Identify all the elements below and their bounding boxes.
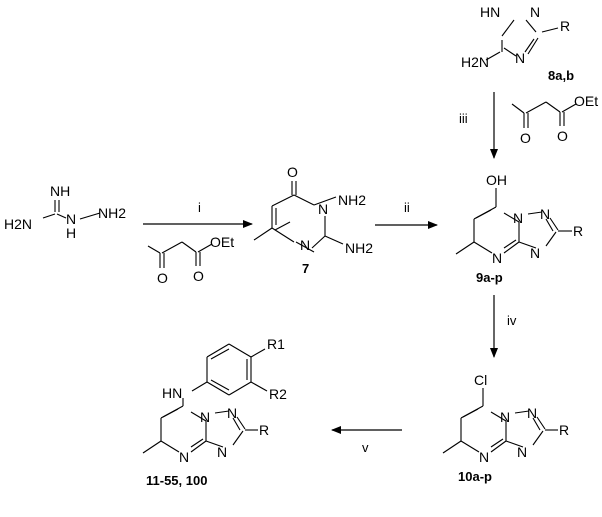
c10-n1-label: N [500, 409, 510, 425]
compound-7-label: 7 [302, 261, 309, 276]
compound-10-structure: Cl N N N N R 10a-p [442, 372, 569, 484]
c8-h2n-label: H2N [461, 54, 489, 70]
step-ii: ii [375, 200, 438, 229]
step-v-label: v [362, 440, 369, 455]
nh-label: NH [50, 183, 70, 199]
c9-n2-label: N [540, 206, 550, 222]
step-iii: iii O O OEt [459, 92, 598, 159]
compound-9-label: 9a-p [476, 270, 503, 285]
h-mid-label: H [66, 225, 76, 241]
c11-n2-label: N [227, 405, 237, 421]
c10-r-label: R [559, 422, 569, 438]
compound-11-label: 11-55, 100 [146, 473, 207, 488]
compound-8-structure: HN N N H2N R 8a,b [461, 4, 574, 83]
step-iv: iv [490, 295, 517, 358]
step-v: v [331, 426, 402, 455]
step-i: i O O OEt [143, 200, 253, 286]
eaa2-o-label-2: O [557, 128, 568, 144]
aminoguanidine-structure: NH H2N N H NH2 [4, 183, 126, 241]
compound-8-label: 8a,b [548, 68, 574, 83]
eaa2-o-label: O [520, 130, 531, 146]
c11-r2-label: R2 [269, 386, 287, 402]
eaa-oet-label: OEt [210, 234, 234, 250]
c7-n-label: N [318, 201, 328, 217]
step-iii-label: iii [459, 111, 468, 126]
step-ii-label: ii [404, 200, 410, 215]
compound-11-structure: HN R1 R2 N N N N R 11-55, 100 [142, 336, 287, 488]
c9-n3-label: N [492, 250, 502, 266]
c9-oh-label: OH [486, 172, 507, 188]
c11-n3-label: N [179, 449, 189, 465]
c7-o-label: O [287, 164, 298, 180]
c8-r-label: R [560, 18, 570, 34]
c11-n1-label: N [200, 409, 210, 425]
eaa2-oet-label: OEt [574, 93, 598, 109]
nh2-label: NH2 [98, 205, 126, 221]
step-iv-label: iv [507, 313, 517, 328]
compound-10-label: 10a-p [458, 469, 492, 484]
c10-n2-label: N [527, 405, 537, 421]
c10-cl-label: Cl [474, 372, 487, 388]
c7-nh2-c-label: NH2 [345, 240, 373, 256]
c8-n1-label: N [530, 4, 540, 20]
compound-7-structure: O N NH2 N NH2 7 [253, 164, 373, 276]
c7-nh2-n-label: NH2 [338, 192, 366, 208]
c7-n2-label: N [300, 237, 310, 253]
h2n-label: H2N [4, 216, 32, 232]
eaa-o-label: O [157, 270, 168, 286]
eaa-o-label-2: O [193, 268, 204, 284]
c11-n4-label: N [217, 444, 227, 460]
nh-mid-label: N [66, 211, 76, 227]
c9-r-label: R [573, 223, 583, 239]
c8-hn-label: HN [480, 4, 500, 20]
c9-n4-label: N [530, 245, 540, 261]
c11-r1-label: R1 [267, 336, 285, 352]
c9-n1-label: N [513, 210, 523, 226]
compound-9-structure: OH N N N N R 9a-p [455, 172, 583, 285]
c10-n4-label: N [517, 444, 527, 460]
c8-n2-label: N [515, 50, 525, 66]
c11-hn-label: HN [162, 385, 182, 401]
c10-n3-label: N [479, 449, 489, 465]
c11-r-label: R [259, 422, 269, 438]
step-i-label: i [198, 200, 201, 215]
